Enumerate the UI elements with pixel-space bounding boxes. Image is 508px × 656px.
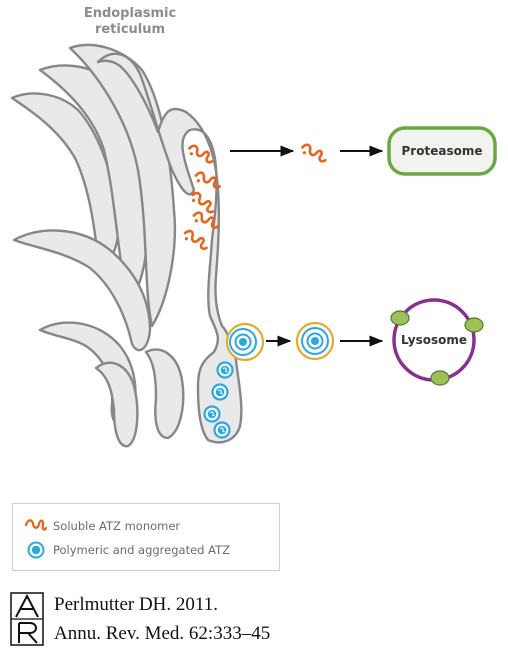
annual-reviews-logo [10,592,44,646]
polymeric-atz [213,421,231,439]
proteasome-label: Proteasome [401,144,483,158]
released-monomer [298,141,330,165]
er-main-cisterna [96,52,243,444]
er-cisterna-6 [94,361,139,448]
free-autophagosome [295,321,335,361]
legend-polymeric-label: Polymeric and aggregated ATZ [53,543,230,557]
legend-item-polymeric: Polymeric and aggregated ATZ [25,540,230,560]
polymeric-atz [216,361,234,379]
endoplasmic-reticulum [10,43,243,448]
legend: Soluble ATZ monomer Polymeric and aggreg… [12,503,280,571]
lysosome-label: Lysosome [400,333,468,347]
polymeric-aggregate-icon [27,541,45,559]
soluble-monomer-icon [25,519,47,531]
soluble-atz-monomer [188,189,218,216]
legend-soluble-label: Soluble ATZ monomer [53,519,181,533]
legend-item-soluble: Soluble ATZ monomer [25,516,180,536]
citation: Perlmutter DH. 2011. Annu. Rev. Med. 62:… [10,588,490,650]
er-cisterna-4 [12,229,152,352]
er-cisterna-3 [68,43,177,328]
er-title-line2: reticulum [94,22,166,37]
lysosome [390,298,484,386]
proteasome [387,126,497,176]
budding-autophagosome [225,322,265,362]
soluble-atz-monomer [180,227,212,253]
er-cisterna-7 [144,348,185,440]
citation-line1: Perlmutter DH. 2011. [54,594,218,615]
polymeric-atz [211,383,229,401]
er-title-line1: Endoplasmic [83,6,177,21]
polymeric-atz [203,405,221,423]
citation-line2: Annu. Rev. Med. 62:333–45 [54,623,271,644]
er-title: Endoplasmic reticulum [55,6,205,38]
